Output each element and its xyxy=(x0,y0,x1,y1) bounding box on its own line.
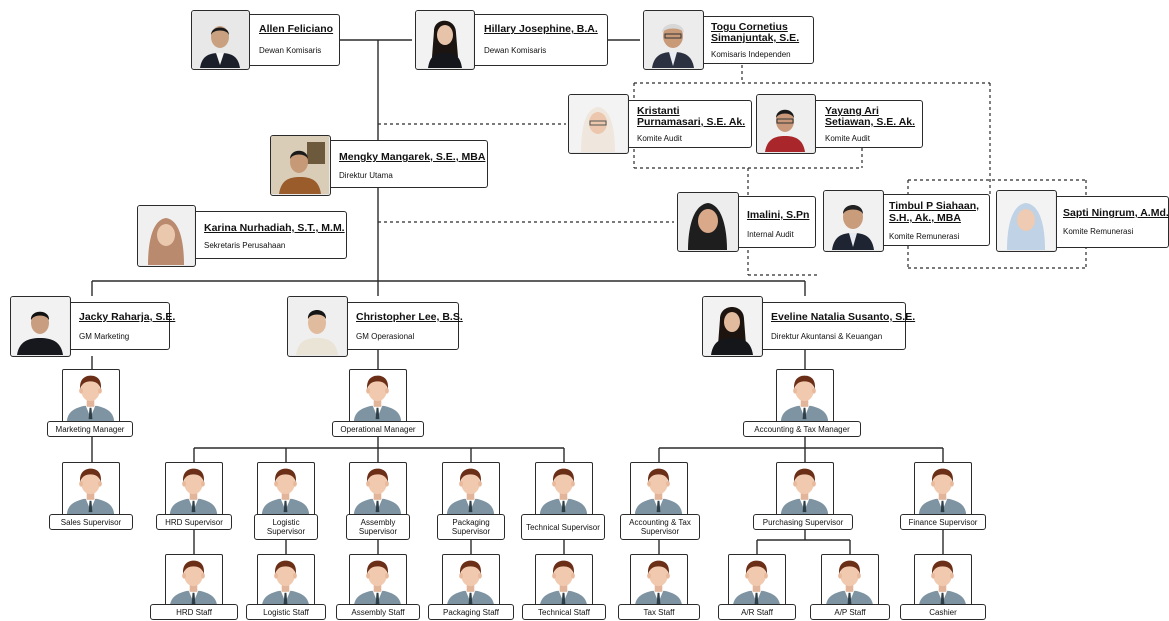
label-hrd-staff: HRD Staff xyxy=(150,604,238,620)
avatar-accounting-manager xyxy=(776,369,834,423)
label-sales-supervisor: Sales Supervisor xyxy=(49,514,133,530)
photo-yayang-ari xyxy=(756,94,816,154)
photo-timbul-siahaan xyxy=(823,190,884,252)
label-technical-supervisor: Technical Supervisor xyxy=(521,514,605,540)
card-yayang-ari: Yayang Ari Setiawan, S.E. Ak. Komite Aud… xyxy=(812,100,923,148)
name-imalini: Imalini, S.Pn xyxy=(747,209,810,221)
card-togu-cornetius: Togu Cornetius Simanjuntak, S.E. Komisar… xyxy=(700,16,814,64)
label-accounting-tax-supervisor: Accounting & Tax Supervisor xyxy=(620,514,700,540)
card-jacky-raharja: Jacky Raharja, S.E. GM Marketing xyxy=(66,302,175,350)
avatar-operational-manager xyxy=(349,369,407,423)
label-assembly-staff: Assembly Staff xyxy=(336,604,420,620)
name-sapti: Sapti Ningrum, A.Md. xyxy=(1063,207,1169,219)
photo-jacky-raharja xyxy=(10,296,71,357)
name-timbul-line2: S.H., Ak., MBA xyxy=(889,212,961,224)
name-togu-line1: Togu Cornetius xyxy=(711,21,788,33)
label-cashier: Cashier xyxy=(900,604,986,620)
name-karina: Karina Nurhadiah, S.T., M.M. xyxy=(204,222,345,234)
title-karina: Sekretaris Perusahaan xyxy=(204,241,286,250)
name-kristanti-line1: Kristanti xyxy=(637,105,680,117)
title-yayang: Komite Audit xyxy=(825,134,870,143)
avatar-hrd-supervisor xyxy=(165,462,223,516)
avatar-packaging-staff xyxy=(442,554,500,608)
photo-christopher-lee xyxy=(287,296,348,357)
avatar-sales-supervisor xyxy=(62,462,120,516)
photo-hillary-josephine xyxy=(415,10,475,70)
label-logistic-supervisor: Logistic Supervisor xyxy=(254,514,318,540)
label-tax-staff: Tax Staff xyxy=(618,604,700,620)
label-packaging-staff: Packaging Staff xyxy=(428,604,514,620)
photo-eveline-susanto xyxy=(702,296,763,357)
photo-allen-feliciano xyxy=(191,10,250,70)
avatar-assembly-staff xyxy=(349,554,407,608)
label-technical-staff: Technical Staff xyxy=(522,604,606,620)
photo-sapti-ningrum xyxy=(996,190,1057,252)
title-jacky: GM Marketing xyxy=(79,332,130,341)
avatar-ar-staff xyxy=(728,554,786,608)
card-karina-nurhadiah: Karina Nurhadiah, S.T., M.M. Sekretaris … xyxy=(191,211,347,259)
name-yayang-line2: Setiawan, S.E. Ak. xyxy=(825,116,916,128)
label-logistic-staff: Logistic Staff xyxy=(246,604,326,620)
title-kristanti: Komite Audit xyxy=(637,134,682,143)
avatar-logistic-supervisor xyxy=(257,462,315,516)
title-eveline: Direktur Akuntansi & Keuangan xyxy=(771,332,883,341)
photo-kristanti-purnamasari xyxy=(568,94,629,154)
title-sapti: Komite Remunerasi xyxy=(1063,227,1134,236)
card-hillary-josephine: Hillary Josephine, B.A. Dewan Komisaris xyxy=(471,14,608,66)
label-hrd-supervisor: HRD Supervisor xyxy=(156,514,232,530)
name-timbul-line1: Timbul P Siahaan, xyxy=(889,200,980,212)
name-jacky: Jacky Raharja, S.E. xyxy=(79,311,176,323)
label-ar-staff: A/R Staff xyxy=(718,604,796,620)
title-hillary: Dewan Komisaris xyxy=(484,46,547,55)
label-packaging-supervisor: Packaging Supervisor xyxy=(437,514,505,540)
card-eveline-susanto: Eveline Natalia Susanto, S.E. Direktur A… xyxy=(758,302,915,350)
card-kristanti-purnamasari: Kristanti Purnamasari, S.E. Ak. Komite A… xyxy=(624,100,752,148)
card-imalini: Imalini, S.Pn Internal Audit xyxy=(736,196,816,248)
photo-imalini xyxy=(677,192,739,252)
photo-karina-nurhadiah xyxy=(137,205,196,267)
title-christopher: GM Operasional xyxy=(356,332,415,341)
title-mengky: Direktur Utama xyxy=(339,171,393,180)
avatar-hrd-staff xyxy=(165,554,223,608)
avatar-finance-supervisor xyxy=(914,462,972,516)
label-assembly-supervisor: Assembly Supervisor xyxy=(346,514,410,540)
name-eveline: Eveline Natalia Susanto, S.E. xyxy=(771,311,916,323)
title-togu: Komisaris Independen xyxy=(711,50,791,59)
avatar-accounting-tax-supervisor xyxy=(630,462,688,516)
title-allen: Dewan Komisaris xyxy=(259,46,322,55)
avatar-technical-supervisor xyxy=(535,462,593,516)
card-sapti-ningrum: Sapti Ningrum, A.Md. Komite Remunerasi xyxy=(1052,196,1169,248)
card-allen-feliciano: Allen Feliciano Dewan Komisaris xyxy=(246,14,340,66)
avatar-logistic-staff xyxy=(257,554,315,608)
avatar-purchasing-supervisor xyxy=(776,462,834,516)
avatar-tax-staff xyxy=(630,554,688,608)
avatar-marketing-manager xyxy=(62,369,120,423)
avatar-packaging-supervisor xyxy=(442,462,500,516)
photo-mengky-mangarek xyxy=(270,135,331,196)
card-mengky-mangarek: Mengky Mangarek, S.E., MBA Direktur Utam… xyxy=(326,140,488,188)
label-marketing-manager: Marketing Manager xyxy=(47,421,133,437)
photo-togu-cornetius xyxy=(643,10,704,70)
name-mengky: Mengky Mangarek, S.E., MBA xyxy=(339,151,486,163)
title-timbul: Komite Remunerasi xyxy=(889,232,960,241)
name-togu-line2: Simanjuntak, S.E. xyxy=(711,32,800,44)
name-christopher: Christopher Lee, B.S. xyxy=(356,311,463,323)
label-finance-supervisor: Finance Supervisor xyxy=(900,514,986,530)
name-hillary: Hillary Josephine, B.A. xyxy=(484,23,598,35)
avatar-cashier xyxy=(914,554,972,608)
name-yayang-line1: Yayang Ari xyxy=(825,105,879,117)
avatar-assembly-supervisor xyxy=(349,462,407,516)
label-operational-manager: Operational Manager xyxy=(332,421,424,437)
card-christopher-lee: Christopher Lee, B.S. GM Operasional xyxy=(343,302,463,350)
label-accounting-manager: Accounting & Tax Manager xyxy=(743,421,861,437)
label-ap-staff: A/P Staff xyxy=(810,604,890,620)
label-purchasing-supervisor: Purchasing Supervisor xyxy=(753,514,853,530)
avatar-ap-staff xyxy=(821,554,879,608)
title-imalini: Internal Audit xyxy=(747,230,794,239)
avatar-technical-staff xyxy=(535,554,593,608)
name-allen: Allen Feliciano xyxy=(259,23,334,35)
card-timbul-siahaan: Timbul P Siahaan, S.H., Ak., MBA Komite … xyxy=(878,194,990,246)
name-kristanti-line2: Purnamasari, S.E. Ak. xyxy=(637,116,746,128)
